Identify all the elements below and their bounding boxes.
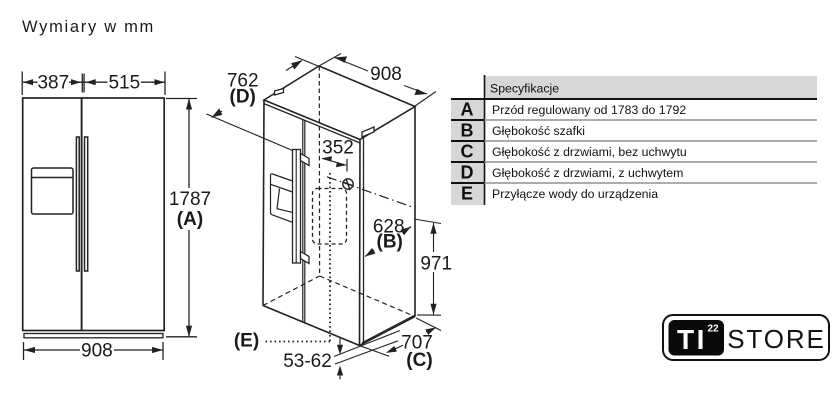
svg-text:STORE: STORE bbox=[727, 324, 826, 354]
svg-text:(C): (C) bbox=[406, 350, 432, 371]
svg-text:628: 628 bbox=[373, 217, 405, 238]
svg-text:B: B bbox=[461, 121, 474, 141]
svg-text:762: 762 bbox=[227, 71, 259, 92]
svg-text:Głębokość z drzwiami, bez uchw: Głębokość z drzwiami, bez uchwytu bbox=[492, 145, 687, 159]
svg-text:Specyfikacje: Specyfikacje bbox=[490, 82, 559, 96]
svg-text:D: D bbox=[461, 163, 474, 183]
svg-text:908: 908 bbox=[370, 64, 402, 85]
svg-text:E: E bbox=[461, 184, 473, 204]
svg-text:TI: TI bbox=[677, 324, 707, 355]
svg-text:(D): (D) bbox=[230, 86, 256, 107]
svg-text:(A): (A) bbox=[177, 209, 203, 230]
svg-text:Przyłącze wody do urządzenia: Przyłącze wody do urządzenia bbox=[492, 187, 658, 201]
svg-text:Głębokość z drzwiami, z uchwyt: Głębokość z drzwiami, z uchwytem bbox=[492, 166, 683, 180]
svg-text:(B): (B) bbox=[377, 232, 403, 253]
svg-text:908: 908 bbox=[81, 341, 113, 362]
svg-text:C: C bbox=[461, 142, 474, 162]
svg-text:Przód regulowany od 1783 do 17: Przód regulowany od 1783 do 1792 bbox=[492, 103, 686, 117]
svg-text:352: 352 bbox=[322, 138, 354, 159]
svg-text:Wymiary w mm: Wymiary w mm bbox=[22, 18, 155, 36]
svg-text:971: 971 bbox=[420, 253, 452, 274]
svg-text:53-62: 53-62 bbox=[283, 351, 332, 372]
svg-text:Głębokość szafki: Głębokość szafki bbox=[492, 124, 585, 138]
svg-text:387: 387 bbox=[37, 73, 69, 94]
svg-text:1787: 1787 bbox=[169, 189, 211, 210]
svg-text:515: 515 bbox=[108, 73, 140, 94]
svg-text:707: 707 bbox=[401, 333, 433, 354]
svg-text:A: A bbox=[461, 100, 474, 120]
svg-text:22: 22 bbox=[707, 324, 719, 335]
svg-text:(E): (E) bbox=[234, 331, 259, 352]
